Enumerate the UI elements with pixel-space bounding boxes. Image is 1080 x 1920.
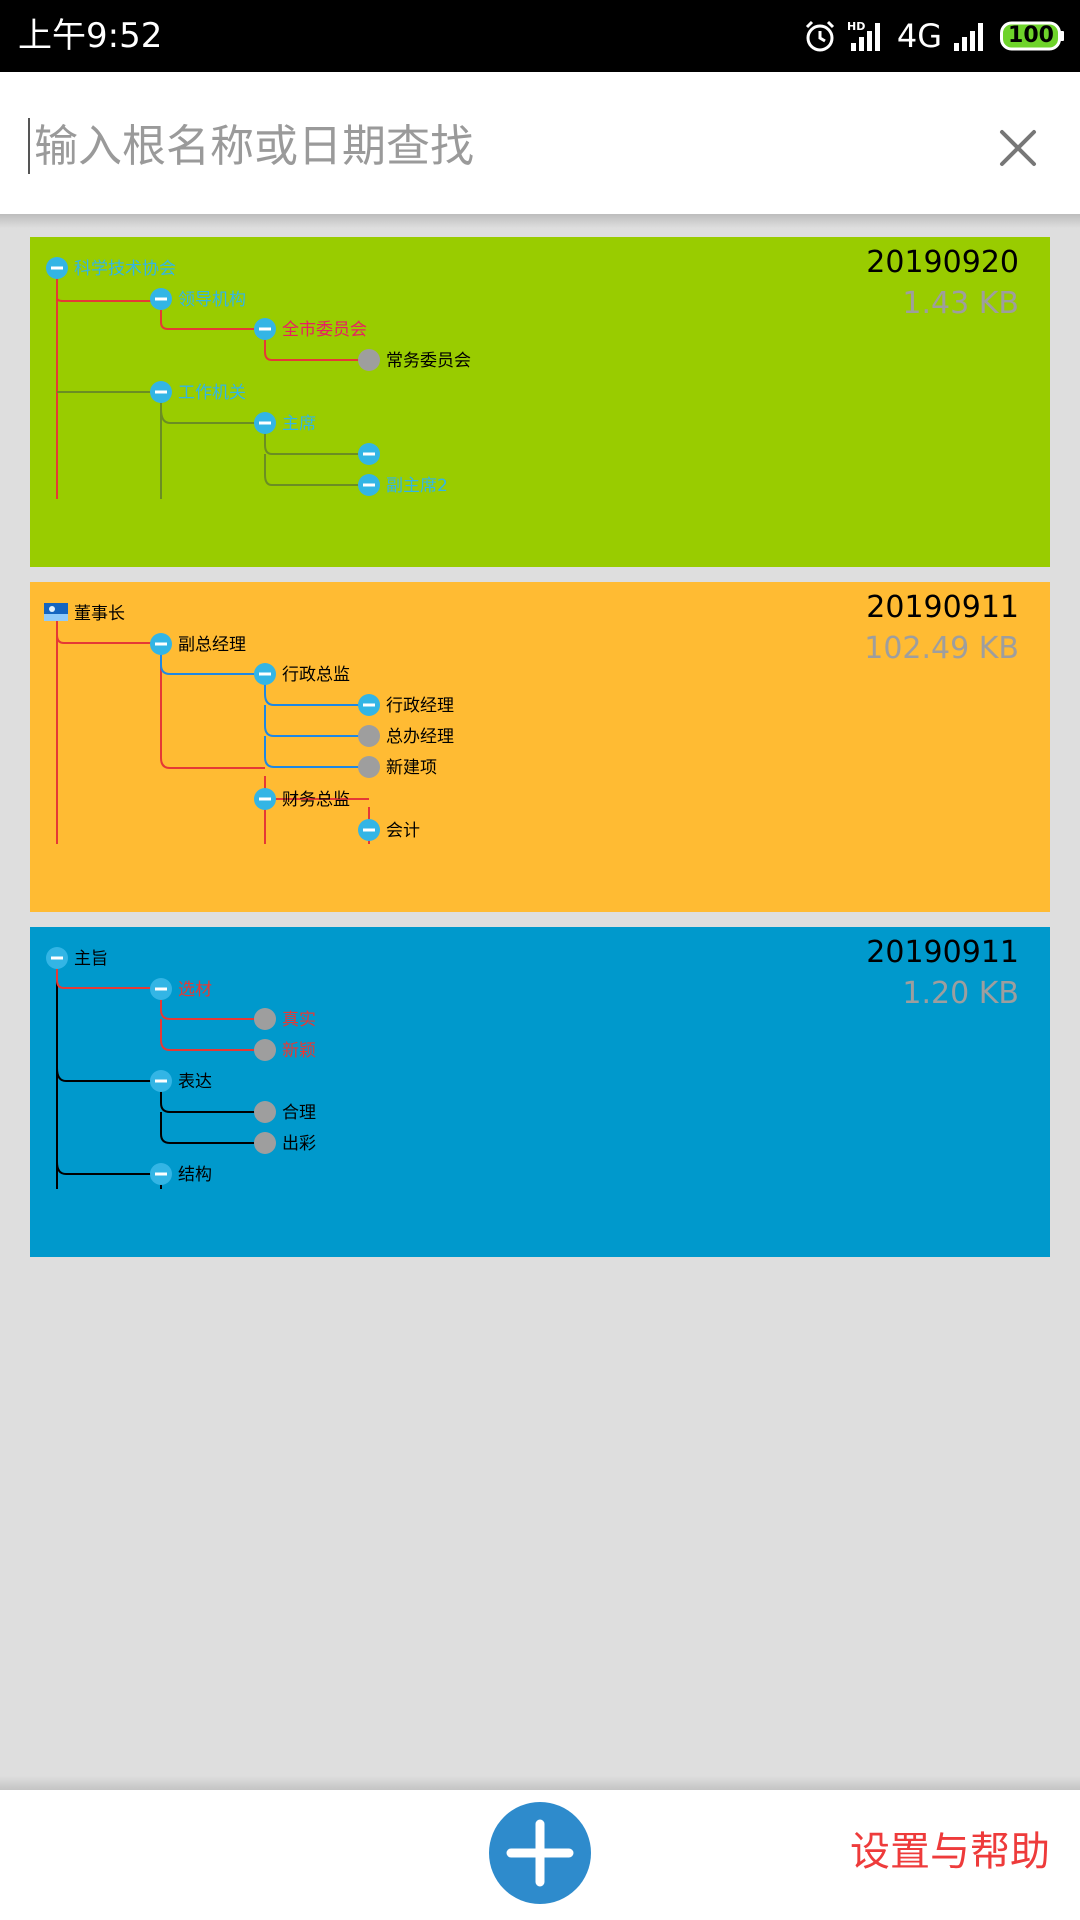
- node-label: 全市委员会: [282, 320, 367, 340]
- node-label: 财务总监: [282, 790, 350, 810]
- settings-help-link[interactable]: 设置与帮助: [850, 1829, 1050, 1875]
- hd-signal-icon: HD: [847, 19, 887, 53]
- bottom-bar-shadow: [0, 1776, 1080, 1790]
- node-label: 副总经理: [178, 635, 246, 655]
- node-label: 科学技术协会: [74, 259, 176, 279]
- node-label: 选材: [178, 980, 212, 1000]
- bottom-bar: 设置与帮助: [0, 1790, 1080, 1920]
- mindmap-card[interactable]: 20190911 1.20 KB 主旨 选材 真实 新颖 表达 合理 出: [30, 927, 1050, 1257]
- card-size: 1.43 KB: [902, 286, 1019, 321]
- leaf-node-icon: [254, 1101, 276, 1123]
- search-input[interactable]: [28, 118, 928, 174]
- node-label: 副主席2: [386, 476, 448, 496]
- leaf-node-icon: [254, 1008, 276, 1030]
- card-date: 20190920: [866, 245, 1019, 280]
- node-label: 新颖: [282, 1041, 316, 1061]
- network-type-label: 4G: [896, 17, 942, 55]
- mindmap-card[interactable]: 20190920 1.43 KB 科学技术协会 领导机构 全市委员会 常务委员会: [30, 237, 1050, 567]
- battery-level: 100: [1008, 23, 1054, 48]
- node-label: 结构: [178, 1165, 212, 1185]
- svg-text:HD: HD: [847, 20, 865, 33]
- close-icon[interactable]: [996, 126, 1040, 170]
- node-label: 总办经理: [386, 727, 454, 747]
- mindmap-thumbnail: 董事长 副总经理 行政总监 行政经理 总办经理 新建项 财务总监 会计: [44, 603, 454, 844]
- node-label: 合理: [282, 1103, 316, 1123]
- status-time: 上午9:52: [18, 16, 163, 56]
- node-label: 新建项: [386, 758, 437, 778]
- status-icons: HD 4G 100: [803, 14, 1066, 58]
- node-label: 会计: [386, 821, 420, 841]
- mindmap-card[interactable]: 20190911 102.49 KB 董事长: [30, 582, 1050, 912]
- status-bar: 上午9:52 HD 4G: [0, 0, 1080, 72]
- signal-icon: [952, 19, 990, 53]
- node-label: 主席: [282, 414, 316, 434]
- leaf-node-icon: [358, 725, 380, 747]
- plus-icon: [506, 1819, 574, 1887]
- battery-icon: 100: [1000, 20, 1066, 52]
- node-label: 常务委员会: [386, 351, 471, 371]
- card-date: 20190911: [866, 935, 1019, 970]
- node-label: 表达: [178, 1072, 212, 1092]
- leaf-node-icon: [358, 349, 380, 371]
- node-label: 真实: [282, 1010, 316, 1030]
- node-label: 出彩: [282, 1134, 316, 1154]
- expanded-node-icon: [46, 257, 380, 496]
- card-size: 102.49 KB: [864, 631, 1019, 666]
- leaf-node-icon: [254, 1132, 276, 1154]
- mindmap-thumbnail: 主旨 选材 真实 新颖 表达 合理 出彩 结构: [46, 947, 316, 1189]
- expanded-node-icon: [46, 947, 172, 1185]
- node-label: 行政总监: [282, 665, 350, 685]
- card-size: 1.20 KB: [902, 976, 1019, 1011]
- add-button[interactable]: [489, 1802, 591, 1904]
- node-label: 董事长: [74, 604, 125, 624]
- node-label: 主旨: [74, 949, 108, 969]
- node-label: 行政经理: [386, 696, 454, 716]
- node-label: 领导机构: [178, 290, 246, 310]
- search-bar-shadow: [0, 214, 1080, 228]
- mindmap-thumbnail: 科学技术协会 领导机构 全市委员会 常务委员会 工作机关 主席 副主席2: [46, 257, 471, 499]
- expanded-node-icon: [150, 633, 380, 841]
- leaf-node-icon: [254, 1039, 276, 1061]
- node-label: 工作机关: [178, 383, 246, 403]
- root-image-icon: [44, 603, 68, 621]
- leaf-node-icon: [358, 756, 380, 778]
- alarm-icon: [803, 19, 837, 53]
- card-date: 20190911: [866, 590, 1019, 625]
- search-bar: [0, 72, 1080, 214]
